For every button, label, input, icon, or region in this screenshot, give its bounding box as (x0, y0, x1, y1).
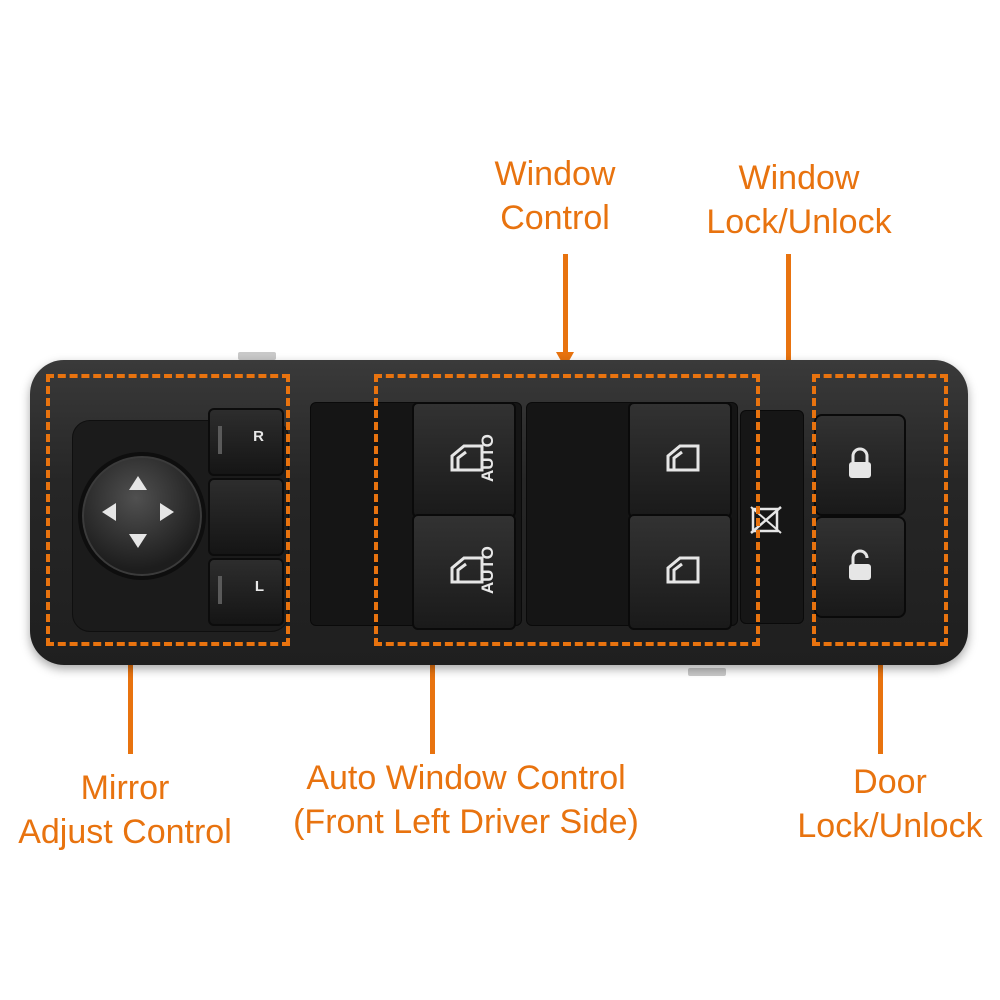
label-door-lock-line1: Door (853, 763, 927, 801)
label-mirror-adjust-line1: Mirror (80, 769, 170, 807)
indicator-tick (218, 576, 222, 604)
label-auto-window-line2: (Front Left Driver Side) (293, 803, 639, 841)
bezel-tab-bottom (688, 668, 726, 676)
label-mirror-adjust: Mirror Adjust Control (10, 766, 240, 854)
label-window-lock-line2: Lock/Unlock (706, 203, 892, 241)
label-auto-window: Auto Window Control (Front Left Driver S… (276, 756, 656, 844)
mirror-select-right-button[interactable]: R (208, 408, 284, 476)
mirror-section-highlight (46, 374, 290, 646)
padlock-open-icon (849, 549, 871, 580)
padlock-closed-icon (849, 447, 871, 478)
label-auto-window-line1: Auto Window Control (306, 759, 626, 797)
arrow-door-lock (878, 632, 883, 754)
window-icon (450, 444, 484, 472)
arrow-window-lock (786, 254, 791, 450)
mirror-adjust-knob[interactable] (78, 452, 206, 580)
window-lock-button[interactable] (740, 410, 804, 624)
mirror-left-label: L (254, 578, 264, 595)
bezel-tab-top (238, 352, 276, 360)
mirror-right-label: R (253, 428, 264, 445)
door-unlock-button[interactable] (814, 516, 906, 618)
front-left-window-switch-down[interactable]: AUTO (412, 514, 516, 630)
arrow-mirror (128, 632, 133, 754)
window-icon (450, 556, 484, 584)
arrow-window-control (563, 254, 568, 354)
label-door-lock: Door Lock/Unlock (790, 760, 990, 848)
front-right-window-switch-down[interactable] (628, 514, 732, 630)
mirror-select-left-button[interactable]: L (208, 558, 284, 626)
label-window-lock-line1: Window (738, 159, 860, 197)
label-window-control: Window Control (470, 152, 640, 240)
door-lock-button[interactable] (814, 414, 906, 516)
arrow-auto-window (430, 622, 435, 754)
mirror-center-pad[interactable] (208, 478, 284, 556)
window-icon (666, 444, 700, 472)
label-door-lock-line2: Lock/Unlock (797, 807, 983, 845)
door-section-highlight (812, 374, 948, 646)
label-mirror-adjust-line2: Adjust Control (18, 813, 232, 851)
label-window-control-line2: Control (500, 199, 610, 237)
label-window-lock: Window Lock/Unlock (694, 156, 904, 244)
indicator-tick (218, 426, 222, 454)
window-icon (666, 556, 700, 584)
four-direction-arrows-icon (102, 476, 174, 548)
window-section-highlight (374, 374, 760, 646)
label-window-control-line1: Window (494, 155, 616, 193)
